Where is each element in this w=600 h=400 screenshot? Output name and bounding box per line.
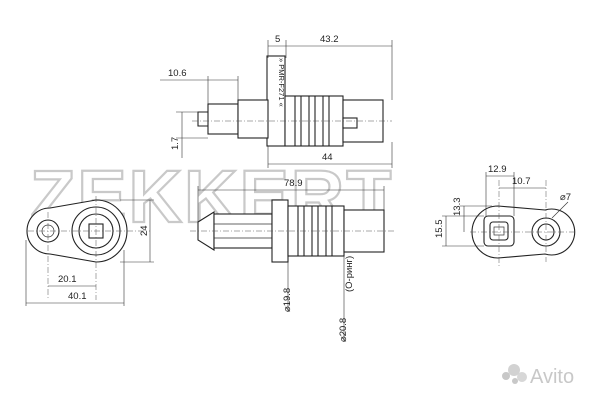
dim-connector-height-b: 15.5 (434, 220, 445, 239)
dim-connector-height-a: 13.3 (452, 198, 463, 217)
dim-flange-offset: 5 (275, 34, 280, 45)
dim-height-step: 1.7 (170, 137, 181, 150)
part-marking: » PMR-F271 « (277, 58, 286, 107)
avito-watermark: Avito (502, 364, 574, 388)
dim-hole-offset: 20.1 (58, 274, 77, 285)
dim-flange-height: 24 (139, 225, 150, 236)
dim-flange-width: 40.1 (68, 291, 87, 302)
flange-view: 24 20.1 40.1 (25, 196, 154, 306)
connector-view: 12.9 10.7 ⌀7 13.3 15.5 (434, 164, 576, 268)
side-view: 78.9 ⌀19.8 (О-ринг) ⌀20.8 (190, 178, 394, 342)
dim-total-length: 43.2 (320, 34, 339, 45)
dim-connector-width-b: 10.7 (512, 176, 531, 187)
dim-oring-note: (О-ринг) (344, 256, 355, 292)
dim-connector-width-a: 12.9 (488, 164, 507, 175)
dim-body-length: 44 (322, 152, 333, 163)
dim-flange-dia: ⌀19.8 (282, 288, 293, 312)
dim-hole-dia: ⌀7 (560, 192, 571, 203)
top-view: » PMR-F271 « 5 43.2 10.6 1.7 44 (160, 34, 393, 168)
connector-socket (483, 215, 515, 247)
dim-connector-offset: 10.6 (168, 68, 187, 79)
connector-top (207, 103, 239, 135)
dim-overall-length: 78.9 (284, 178, 303, 189)
avito-text: Avito (530, 366, 574, 388)
dim-body-dia: ⌀20.8 (338, 318, 349, 342)
